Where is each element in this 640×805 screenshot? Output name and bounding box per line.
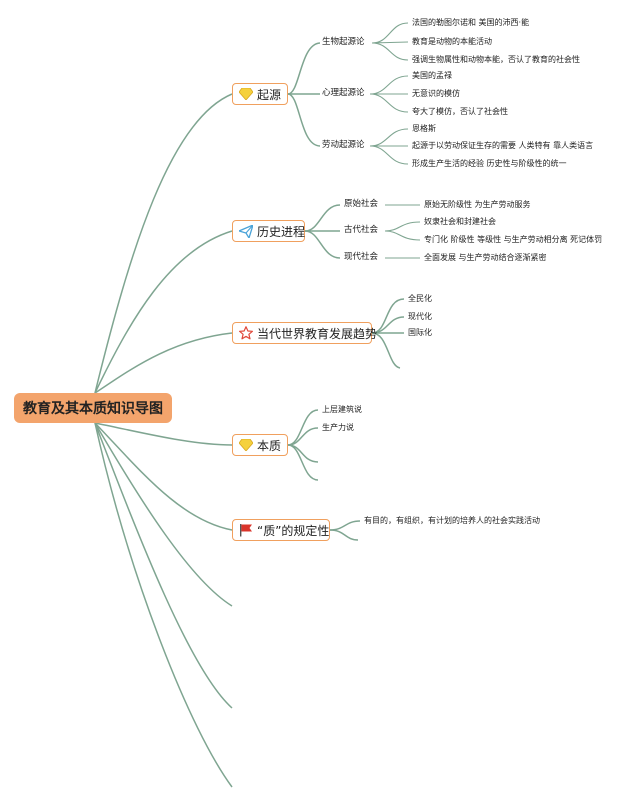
topic-label: 本质 — [257, 438, 282, 453]
leaf-essence-1[interactable]: 上层建筑说 — [322, 405, 362, 414]
leaf-trend-1[interactable]: 全民化 — [408, 294, 432, 303]
sub-primitive[interactable]: 原始社会 — [344, 199, 379, 209]
leaf-ancient-1[interactable]: 奴隶社会和封建社会 — [424, 217, 496, 226]
leaf-psych-1[interactable]: 美国的孟禄 — [412, 71, 452, 80]
leaf-bio-3[interactable]: 强调生物属性和动物本能，否认了教育的社会性 — [412, 55, 580, 64]
leaf-labor-3[interactable]: 形成生产生活的经验 历史性与阶级性的统一 — [412, 159, 567, 168]
topic-label: 起源 — [257, 87, 282, 102]
topic-label: 当代世界教育发展趋势 — [257, 326, 378, 341]
gem-icon — [239, 87, 253, 101]
topic-history[interactable]: 历史进程 — [232, 220, 305, 242]
topic-essence[interactable]: 本质 — [232, 434, 288, 456]
flag-icon — [239, 523, 253, 537]
leaf-psych-3[interactable]: 夸大了模仿，否认了社会性 — [412, 107, 508, 116]
sub-bio-origin[interactable]: 生物起源论 — [322, 37, 365, 47]
topic-label: “质”的规定性 — [257, 523, 330, 538]
sub-psych-origin[interactable]: 心理起源论 — [322, 88, 365, 98]
leaf-labor-2[interactable]: 起源于以劳动保证生存的需要 人类特有 靠人类语言 — [412, 141, 594, 150]
topic-definition[interactable]: “质”的规定性 — [232, 519, 330, 541]
star-icon — [239, 326, 253, 340]
sub-ancient[interactable]: 古代社会 — [344, 225, 379, 235]
leaf-psych-2[interactable]: 无意识的模仿 — [412, 89, 460, 98]
leaf-definition-1[interactable]: 有目的，有组织，有计划的培养人的社会实践活动 — [364, 516, 540, 525]
leaf-ancient-2[interactable]: 专门化 阶级性 等级性 与生产劳动相分离 死记体罚 — [424, 235, 603, 244]
leaf-labor-1[interactable]: 恩格斯 — [412, 124, 436, 133]
leaf-primitive-1[interactable]: 原始无阶级性 为生产劳动服务 — [424, 200, 531, 209]
leaf-bio-2[interactable]: 教育是动物的本能活动 — [412, 37, 492, 46]
leaf-modern-1[interactable]: 全面发展 与生产劳动结合逐渐紧密 — [424, 253, 547, 262]
topic-label: 历史进程 — [257, 224, 306, 239]
topic-trend[interactable]: 当代世界教育发展趋势 — [232, 322, 377, 344]
leaf-trend-3[interactable]: 国际化 — [408, 328, 432, 337]
topic-origin[interactable]: 起源 — [232, 83, 288, 105]
paper-plane-icon — [239, 224, 253, 238]
root-topic[interactable]: 教育及其本质知识导图 — [14, 393, 172, 423]
sub-modern[interactable]: 现代社会 — [344, 252, 379, 262]
sub-labor-origin[interactable]: 劳动起源论 — [322, 140, 365, 150]
leaf-trend-2[interactable]: 现代化 — [408, 312, 432, 321]
gem-icon — [239, 438, 253, 452]
leaf-essence-2[interactable]: 生产力说 — [322, 423, 354, 432]
leaf-bio-1[interactable]: 法国的勒图尔诺和 美国的沛西·能 — [412, 18, 530, 27]
